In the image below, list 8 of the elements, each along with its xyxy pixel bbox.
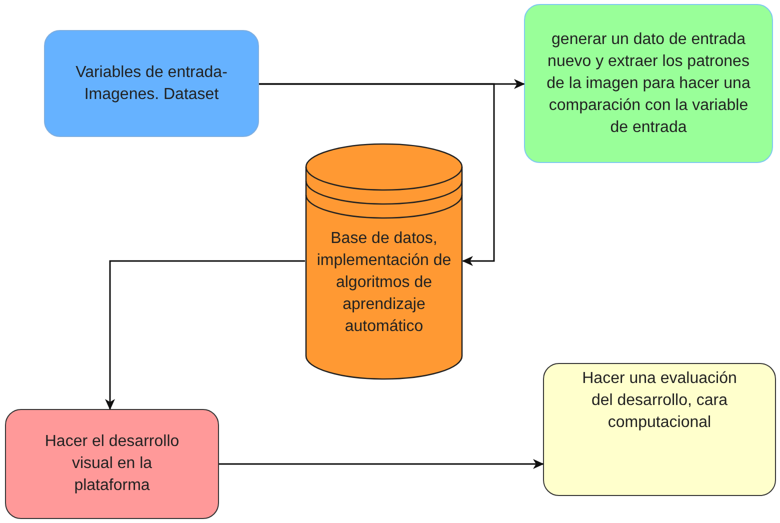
arrow [105,260,305,410]
process-box: generar un dato de entrada nuevo y extraer los patrones de la imagen para hacer una comparación con la variable de entrada [524,4,773,163]
process-box: Variables de entrada- Imagenes. Dataset [44,30,259,137]
process-box: Hacer el desarrollo visual en la plataforma [5,409,219,519]
arrow [259,83,495,266]
process-box: Hacer una evaluación del desarrollo, cara computacional [543,363,776,496]
arrow [219,459,544,469]
node-label: Base de datos, implementación de algoritmos de aprendizaje automático [316,229,452,337]
